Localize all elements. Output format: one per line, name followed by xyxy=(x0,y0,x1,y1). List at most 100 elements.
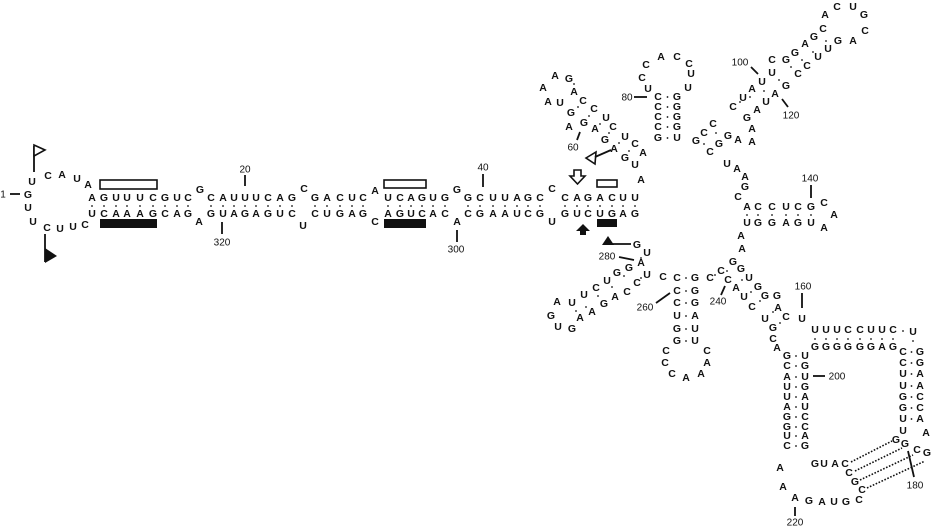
base-pair-dot xyxy=(587,205,589,207)
base-pair-dot xyxy=(492,205,494,207)
base-pair-dot xyxy=(115,205,117,207)
base-pair-dot xyxy=(164,205,166,207)
base-pair-dot xyxy=(870,338,872,340)
base-pair-dot xyxy=(772,311,774,313)
base-pair-dot xyxy=(210,205,212,207)
helix-bottom-strand: AGUCAC xyxy=(384,208,449,220)
base-pair-dot xyxy=(910,396,913,398)
base-pair-dot xyxy=(539,205,541,207)
position-label-60: 60 xyxy=(567,143,579,154)
tick-260 xyxy=(655,292,671,304)
base-pair-dot xyxy=(685,277,687,279)
base-pair-dot xyxy=(666,116,669,118)
base-pair-dot xyxy=(795,445,797,447)
filled-flag-icon xyxy=(45,248,57,263)
helix-bottom-strand: CGAAUCG xyxy=(464,208,544,220)
base-pair-dot xyxy=(685,290,687,292)
pseudoknot-top-strand: UUUCCUUC xyxy=(811,324,897,336)
base-pair-dot xyxy=(575,310,577,312)
base-pair-dot xyxy=(797,214,799,216)
base-pair-dot xyxy=(810,214,812,216)
base-pair-dot xyxy=(362,205,364,207)
base-pair-dot xyxy=(749,96,751,98)
base-pair-dot xyxy=(611,286,613,288)
position-label-20: 20 xyxy=(239,165,251,176)
stem-200-right-strand: UGUGAUCCAG xyxy=(801,350,809,452)
pseudoknot-corner: U xyxy=(909,326,917,338)
base-pair-dot xyxy=(746,214,748,216)
base-pair-dot xyxy=(912,340,914,342)
junction-270: C xyxy=(659,271,667,283)
base-pair-dot xyxy=(739,101,741,103)
bulge-nucleotide: C xyxy=(371,216,379,228)
base-pair-dot xyxy=(628,150,630,152)
base-pair-dot xyxy=(634,205,636,207)
nucleotide-160: U xyxy=(798,313,806,325)
position-label-180: 180 xyxy=(907,481,924,492)
base-pair-dot xyxy=(795,376,797,378)
base-pair-dots xyxy=(91,40,914,447)
helix-bottom-strand: UCAAAGCAG xyxy=(88,208,192,220)
base-pair-dot xyxy=(795,386,797,388)
base-pair-dot xyxy=(611,205,613,207)
base-pair-dot xyxy=(576,205,578,207)
position-label-260: 260 xyxy=(637,303,654,314)
base-pair-dot xyxy=(795,435,797,437)
position-label-200: 200 xyxy=(829,372,846,383)
base-pair-dot xyxy=(759,300,761,302)
nucleotides: GUCAUA UUCUUC AGUUUCGUC G CAUUUCAG C GAC… xyxy=(24,1,931,508)
position-label-80: 80 xyxy=(621,93,633,104)
base-pair-dot xyxy=(577,106,579,108)
base-pair-dot xyxy=(255,205,257,207)
base-pair-dot xyxy=(622,205,624,207)
position-label-120: 120 xyxy=(783,111,800,122)
base-pair-dot xyxy=(910,385,913,387)
base-pair-dot xyxy=(267,205,269,207)
bulge-nucleotide: G xyxy=(453,184,461,196)
pseudoknot-bottom-strand: GGGGGGAG xyxy=(811,341,897,353)
position-label-40: 40 xyxy=(477,163,489,174)
junction-130: UAAGC xyxy=(723,158,749,203)
position-label-160: 160 xyxy=(795,282,812,293)
base-pair-dot xyxy=(588,115,590,117)
tick-280 xyxy=(618,256,635,261)
helix-top-strand: GACUC xyxy=(311,192,367,204)
tick-240 xyxy=(720,285,726,296)
base-pair-dot xyxy=(479,205,481,207)
open-box-marker xyxy=(596,179,618,188)
helix-top-strand: UCAGUG xyxy=(384,192,449,204)
position-label-100: 100 xyxy=(732,58,749,69)
base-pair-dot xyxy=(103,205,105,207)
base-pair-dot xyxy=(795,406,797,408)
base-pair-dot xyxy=(585,306,587,308)
base-pair-dot xyxy=(399,205,401,207)
base-pair-dot xyxy=(910,362,913,364)
base-pair-dot xyxy=(881,338,883,340)
base-pair-dot xyxy=(726,270,728,272)
hairpin-140-top-strand: ACCUCG xyxy=(743,201,815,213)
base-pair-dot xyxy=(666,137,669,139)
bulge-nucleotide: C xyxy=(300,183,308,195)
base-pair-dot xyxy=(779,322,781,324)
base-pair-dot xyxy=(640,257,642,259)
tick-60 xyxy=(576,131,581,141)
open-flag-icon xyxy=(33,143,47,158)
base-pair-dot xyxy=(244,205,246,207)
base-pair-dot xyxy=(757,214,759,216)
position-label-140: 140 xyxy=(802,174,819,185)
base-pair-dot xyxy=(432,205,434,207)
position-labels: 1203204030060801001201401601802002202402… xyxy=(0,58,924,529)
base-pair-dot xyxy=(795,416,797,418)
base-pair-dot xyxy=(825,40,827,42)
hairpin-140-loop: CAA xyxy=(820,197,838,234)
base-pair-dot xyxy=(291,205,293,207)
helix-top-strand: CAGACUU xyxy=(561,192,639,204)
tick-100 xyxy=(750,66,759,75)
base-pair-dot xyxy=(222,205,224,207)
bulge-nucleotide: A xyxy=(371,185,379,197)
base-pair-dot xyxy=(795,365,797,367)
base-pair-dot xyxy=(910,351,913,353)
base-pair-dot xyxy=(795,355,797,357)
base-pair-dot xyxy=(795,396,797,398)
